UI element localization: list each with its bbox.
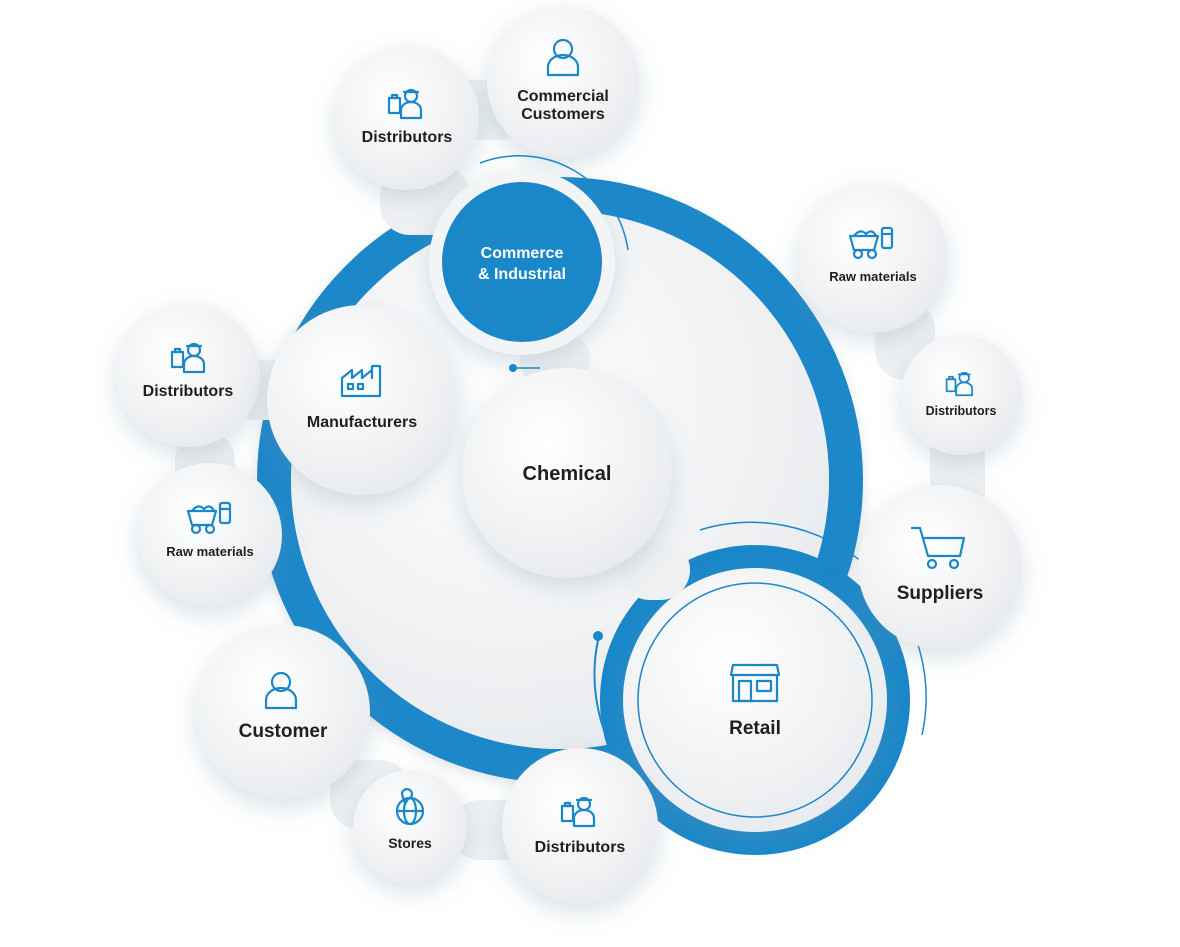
stores-label: Stores (388, 835, 432, 851)
node-commerce-industrial (429, 155, 629, 372)
node-customer (196, 625, 370, 799)
user-icon (546, 38, 580, 77)
chemical-label: Chemical (523, 463, 612, 485)
mining-cart-icon (848, 226, 894, 260)
raw-materials-left-label: Raw materials (166, 544, 253, 559)
commercial-customers-label-1: Commercial (517, 88, 609, 105)
node-distributors-left (116, 303, 260, 447)
storefront-icon (729, 663, 781, 703)
distributors-bottom-label: Distributors (535, 839, 626, 856)
distributor-icon (560, 796, 596, 828)
retail-label: Retail (729, 718, 781, 739)
customer-label: Customer (239, 721, 328, 742)
node-suppliers (858, 485, 1022, 649)
node-commercial-customers (487, 6, 639, 158)
distributor-icon (945, 371, 974, 397)
commerce-label-2: & Industrial (478, 266, 566, 283)
node-raw-materials-left (138, 463, 282, 607)
distributors-right-label: Distributors (926, 404, 997, 418)
user-icon (264, 671, 298, 710)
node-manufacturers (267, 305, 457, 495)
distributors-top-label: Distributors (362, 129, 453, 146)
commerce-label-1: Commerce (481, 245, 564, 262)
mining-cart-icon (186, 501, 232, 535)
globe-pin-icon (395, 788, 425, 826)
factory-icon (340, 364, 382, 398)
suppliers-label: Suppliers (897, 583, 984, 604)
shopping-cart-icon (910, 526, 966, 570)
node-stores (353, 770, 467, 884)
manufacturers-label: Manufacturers (307, 414, 417, 431)
node-chemical (462, 368, 672, 578)
distributor-icon (170, 342, 206, 374)
commercial-customers-label-2: Customers (521, 106, 605, 123)
distributor-icon (387, 88, 423, 120)
raw-materials-right-label: Raw materials (829, 269, 916, 284)
distributors-left-label: Distributors (143, 383, 234, 400)
